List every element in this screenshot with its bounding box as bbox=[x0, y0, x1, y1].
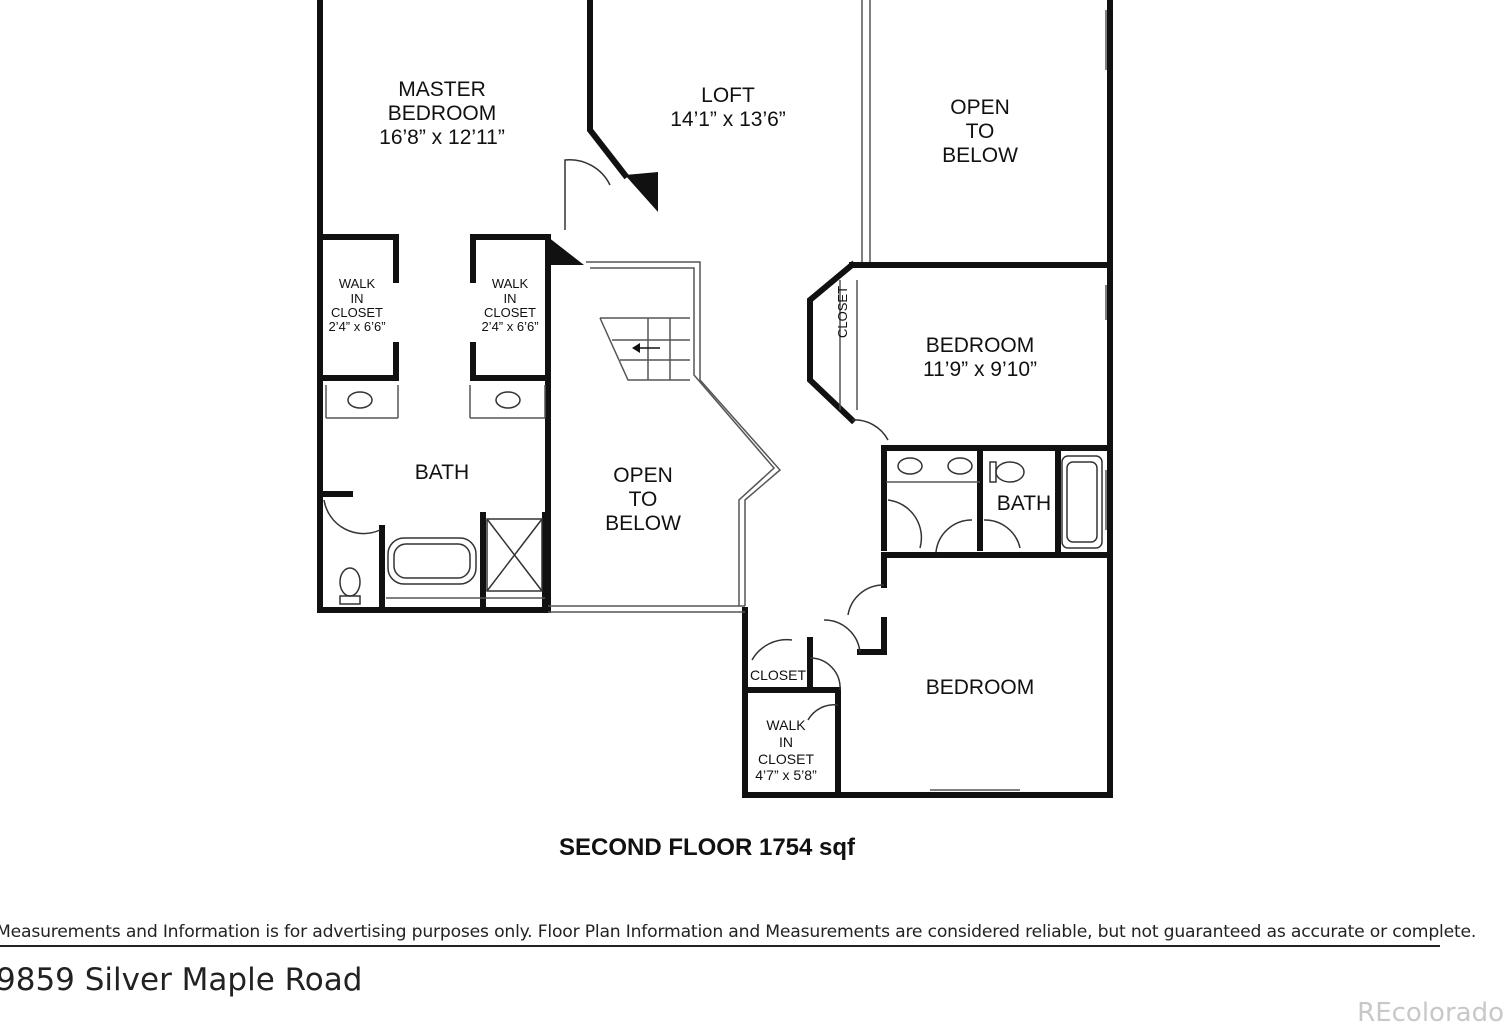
bath-label: BATH bbox=[997, 492, 1051, 515]
bedroom-label: BEDROOM bbox=[926, 334, 1035, 357]
toilet-icon bbox=[339, 567, 361, 597]
bedroom-label: BEDROOM bbox=[926, 676, 1035, 699]
open-to-below-label: OPEN bbox=[613, 464, 673, 487]
property-address: 9859 Silver Maple Road bbox=[0, 962, 363, 998]
walk-in-closet-label: WALK bbox=[339, 276, 376, 291]
master-bedroom-label: BEDROOM bbox=[388, 102, 497, 125]
sink-icon bbox=[347, 391, 373, 409]
bedroom-size: 11’9” x 9’10” bbox=[923, 358, 1037, 381]
open-to-below-label: TO bbox=[966, 120, 995, 143]
bathtub-icon bbox=[1061, 455, 1103, 549]
walk-in-closet-label: WALK bbox=[492, 276, 529, 291]
exterior-walls bbox=[317, 0, 1113, 798]
walk-in-closet-label: CLOSET bbox=[484, 305, 536, 320]
walk-in-closet-label: IN bbox=[504, 291, 517, 306]
watermark: REcolorado bbox=[1357, 998, 1504, 1028]
floor-title: SECOND FLOOR 1754 sqf bbox=[558, 834, 856, 861]
walk-in-closet-label: CLOSET bbox=[331, 305, 383, 320]
closet-label: CLOSET bbox=[835, 286, 850, 338]
toilet-icon bbox=[995, 461, 1025, 483]
sink-icon bbox=[897, 457, 923, 475]
floor-plan: MASTER BEDROOM 16’8” x 12’11” LOFT 14’1”… bbox=[317, 0, 1113, 798]
walk-in-closet-label: IN bbox=[779, 734, 793, 750]
master-bedroom-size: 16’8” x 12’11” bbox=[379, 126, 505, 149]
walk-in-closet-size: 2’4” x 6’6” bbox=[328, 319, 385, 334]
walk-in-closet-label: CLOSET bbox=[758, 751, 814, 767]
shower-icon bbox=[486, 518, 543, 592]
closet-label: CLOSET bbox=[750, 667, 806, 683]
walk-in-closet-size: 2’4” x 6’6” bbox=[481, 319, 538, 334]
bath-label: BATH bbox=[415, 461, 469, 484]
loft-size: 14’1” x 13’6” bbox=[670, 108, 786, 131]
stair-arrowhead-icon bbox=[632, 343, 640, 353]
door-swings bbox=[323, 159, 1021, 721]
open-to-below-label: BELOW bbox=[942, 144, 1018, 167]
thin-lines bbox=[325, 0, 1107, 791]
master-bedroom-label: MASTER bbox=[398, 78, 486, 101]
open-to-below-label: TO bbox=[629, 488, 658, 511]
sink-icon bbox=[495, 391, 521, 409]
open-to-below-label: OPEN bbox=[950, 96, 1010, 119]
bathtub-icon bbox=[387, 537, 477, 585]
disclaimer-text: Measurements and Information is for adve… bbox=[0, 922, 1476, 947]
open-to-below-label: BELOW bbox=[605, 512, 681, 535]
room-labels: MASTER BEDROOM 16’8” x 12’11” LOFT 14’1”… bbox=[328, 78, 1051, 783]
sink-icon bbox=[947, 457, 973, 475]
loft-label: LOFT bbox=[701, 84, 755, 107]
walk-in-closet-label: WALK bbox=[766, 717, 806, 733]
wall-wedges bbox=[548, 172, 658, 265]
walk-in-closet-size: 4’7” x 5’8” bbox=[755, 767, 817, 783]
fixtures bbox=[339, 391, 1103, 605]
walk-in-closet-label: IN bbox=[351, 291, 364, 306]
